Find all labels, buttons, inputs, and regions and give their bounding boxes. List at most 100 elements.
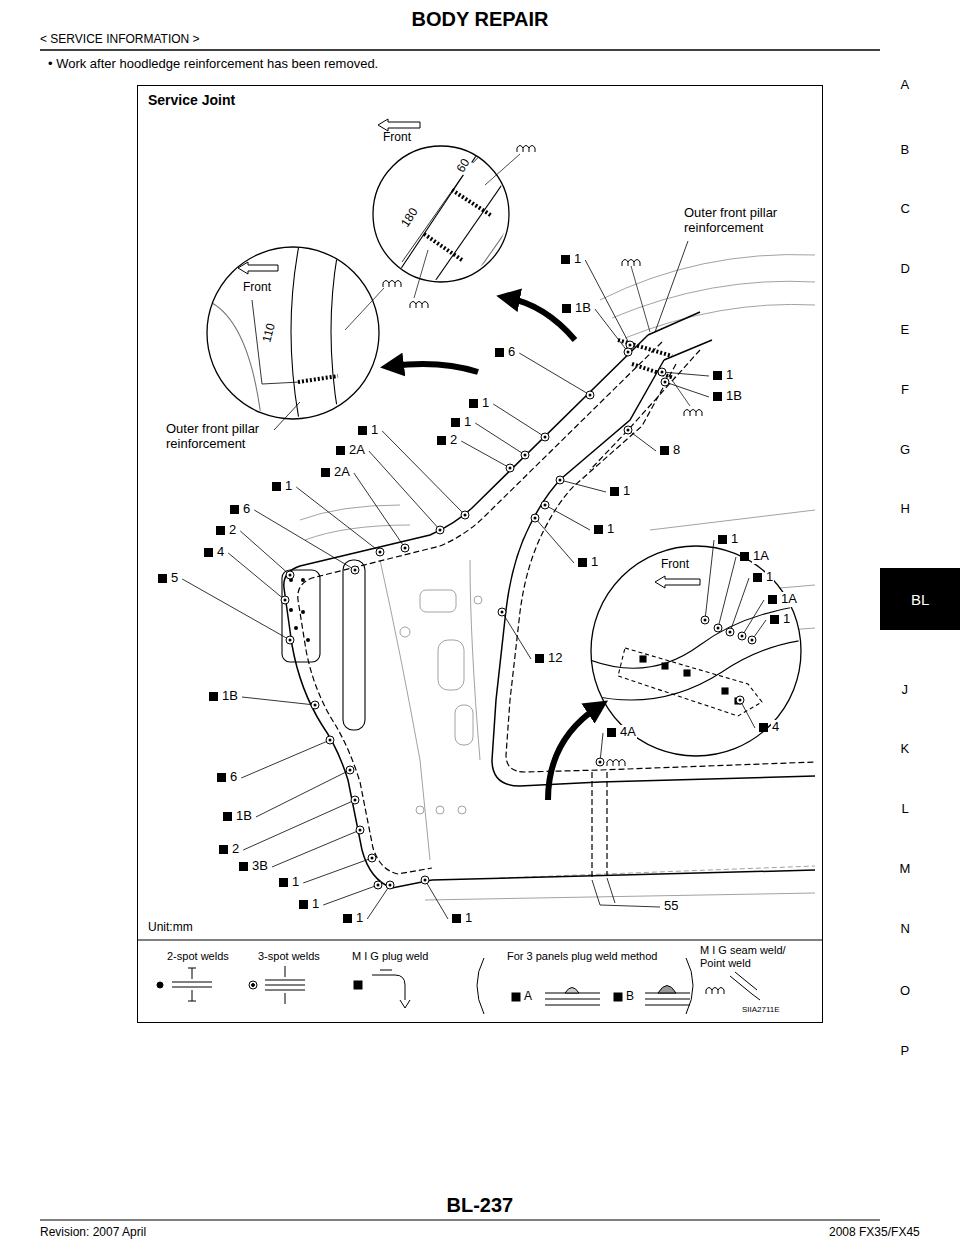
cut-line (590, 350, 700, 470)
body-panel-lines (420, 590, 456, 612)
plug-weld-mark (223, 812, 232, 821)
callout-number: 6 (242, 502, 251, 517)
weld-point (596, 758, 604, 766)
zoom-inset-art (618, 648, 762, 716)
plug-weld-mark (607, 728, 616, 737)
leader-line (740, 700, 755, 728)
weld-point (464, 514, 467, 517)
weld-point (356, 826, 364, 834)
dimension-line (592, 878, 660, 907)
weld-point (329, 739, 332, 742)
weld-point (374, 881, 382, 889)
legend-label: M I G seam weld/ Point weld (700, 944, 805, 969)
weld-point (624, 426, 632, 434)
weld-point (736, 696, 744, 704)
weld-point (386, 881, 394, 889)
weld-point (544, 504, 547, 507)
plug-weld-mark (239, 862, 248, 871)
plug-weld-mark (561, 255, 570, 264)
callout-number: 6 (229, 770, 238, 785)
body-panel-lines (650, 510, 815, 530)
leader-line (655, 241, 688, 332)
zoom-inset-art (206, 246, 378, 418)
pillar-outline (282, 312, 815, 888)
legend-symbol (706, 988, 724, 995)
callout-number: 1A (780, 592, 798, 607)
cut-line (591, 772, 592, 878)
zoom-inset-art (380, 120, 500, 300)
body-panel-lines (300, 505, 400, 520)
section-tab-letter: B (901, 143, 910, 158)
leader-line (461, 441, 510, 468)
callout-number: 3B (251, 859, 269, 874)
weld-point (311, 701, 319, 709)
zoom-inset-art (206, 240, 340, 425)
body-panel-lines (400, 627, 410, 637)
weld-point (326, 736, 334, 744)
zoom-inset-art (291, 240, 300, 425)
weld-point (521, 451, 529, 459)
zoom-inset-art (722, 688, 728, 694)
legend-symbol (512, 993, 520, 1001)
callout-number: 1B (235, 809, 253, 824)
zoom-inset-art (262, 382, 300, 384)
plug-weld-mark (358, 426, 367, 435)
dimension-value: 60 (454, 156, 474, 176)
legend-symbol (172, 968, 212, 1001)
callout-number: 1 (311, 897, 320, 912)
weld-point (498, 608, 506, 616)
spot-weld (301, 578, 305, 582)
seam-weld-symbol (410, 302, 428, 309)
cut-line (298, 342, 815, 878)
zoom-inset-art (684, 670, 690, 676)
plug-weld-mark (535, 654, 544, 663)
weld-point (661, 378, 669, 386)
weld-point (739, 699, 742, 702)
weld-point (531, 514, 539, 522)
legend-symbol (265, 966, 305, 1004)
weld-point (556, 476, 564, 484)
body-panel-lines (436, 806, 444, 814)
section-tab-letter: A (901, 78, 910, 93)
front-arrow (378, 119, 420, 131)
leader-line (730, 578, 749, 632)
spot-weld (306, 638, 310, 642)
weld-point (286, 636, 294, 644)
direction-label: Front (383, 131, 411, 145)
leader-line (182, 579, 290, 640)
weld-point (624, 348, 632, 356)
leader-line (665, 382, 709, 397)
weld-point (661, 371, 664, 374)
plug-weld-mark (660, 446, 669, 455)
section-tab: BL (880, 568, 960, 630)
callout-number: 1 (481, 396, 490, 411)
zoom-inset-art (662, 663, 668, 669)
dimension-value: 180 (398, 205, 422, 231)
leader-line (243, 800, 355, 850)
weld-point (371, 857, 374, 860)
weld-point (524, 454, 527, 457)
zoom-inset-art (298, 376, 338, 382)
model-name: 2008 FX35/FX45 (829, 1226, 920, 1240)
front-arrow (238, 119, 700, 588)
legend-label: For 3 panels plug weld method (507, 950, 657, 963)
inset-outline (206, 246, 381, 421)
zoom-inset-art (590, 545, 800, 755)
spot-weld (289, 608, 293, 612)
leader-line (502, 612, 531, 659)
plug-weld-mark (770, 615, 779, 624)
callout-number: 1 (725, 368, 734, 383)
callout-number: 1 (370, 423, 379, 438)
leader-line (560, 480, 606, 492)
legend-symbol (565, 988, 579, 994)
body-panel-lines (380, 560, 430, 860)
weld-point (544, 436, 547, 439)
legend-code: B (626, 990, 634, 1004)
zoom-inset-art (331, 240, 340, 425)
plug-weld-mark (272, 482, 281, 491)
weld-point (314, 704, 317, 707)
plug-weld-mark (451, 418, 460, 427)
callout-number: 12 (547, 651, 563, 666)
seam-weld-symbol (345, 146, 702, 767)
weld-point (741, 635, 744, 638)
